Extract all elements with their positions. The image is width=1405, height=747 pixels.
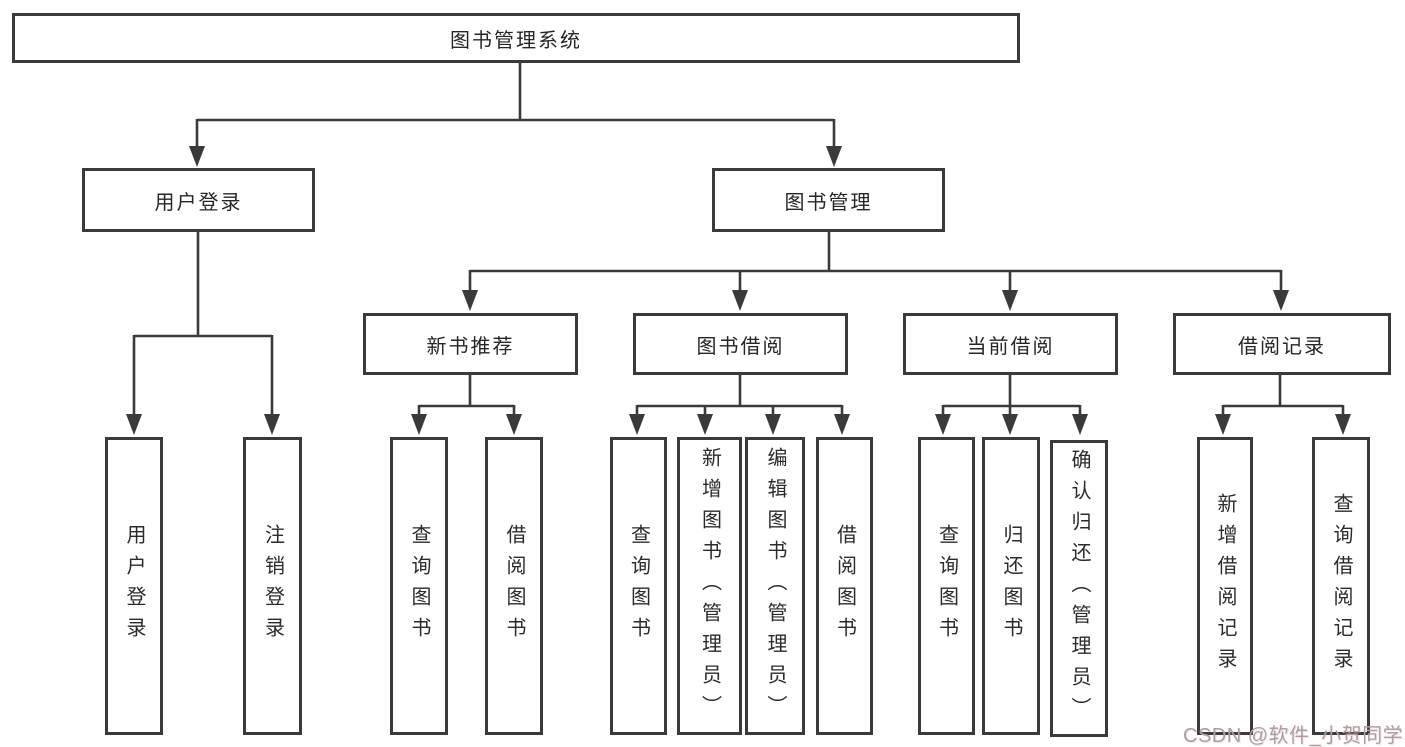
leaf-borrow-book-newrec-label: 借阅图书 xyxy=(503,524,525,648)
leaf-query-borrow-record: 查询借阅记录 xyxy=(1312,437,1370,735)
leaf-query-book-current-label: 查询图书 xyxy=(935,524,958,648)
leaf-borrow-book-newrec: 借阅图书 xyxy=(485,437,543,735)
leaf-borrow-book-borrow-label: 借阅图书 xyxy=(833,524,856,648)
leaf-query-borrow-record-label: 查询借阅记录 xyxy=(1330,493,1352,679)
leaf-user-login: 用户登录 xyxy=(105,437,163,735)
leaf-confirm-return-admin: 确认归还（管理员） xyxy=(1050,440,1108,737)
node-current-borrow-label: 当前借阅 xyxy=(966,335,1055,358)
leaf-query-book-newrec: 查询图书 xyxy=(390,437,448,735)
leaf-return-book-label: 归还图书 xyxy=(1000,524,1022,648)
node-root: 图书管理系统 xyxy=(12,13,1020,63)
node-borrow-records-label: 借阅记录 xyxy=(1238,335,1326,358)
leaf-edit-book-admin-label: 编辑图书（管理员） xyxy=(764,446,786,726)
leaf-borrow-book-borrow: 借阅图书 xyxy=(816,437,873,735)
node-new-book-rec-label: 新书推荐 xyxy=(426,335,515,358)
node-book-borrow-label: 图书借阅 xyxy=(696,335,785,358)
connector-lines xyxy=(132,63,1345,418)
leaf-logout: 注销登录 xyxy=(243,437,302,735)
node-current-borrow: 当前借阅 xyxy=(903,313,1118,375)
leaf-query-book-newrec-label: 查询图书 xyxy=(408,524,430,648)
node-borrow-records: 借阅记录 xyxy=(1173,313,1391,375)
leaf-confirm-return-admin-label: 确认归还（管理员） xyxy=(1068,449,1090,728)
leaf-edit-book-admin: 编辑图书（管理员） xyxy=(745,437,805,735)
leaf-query-book-borrow-label: 查询图书 xyxy=(627,524,650,648)
node-book-mgmt: 图书管理 xyxy=(712,168,945,232)
node-user-login-label: 用户登录 xyxy=(154,191,243,214)
arrowhead-icons xyxy=(126,146,1351,435)
leaf-logout-label: 注销登录 xyxy=(261,524,284,648)
node-book-borrow: 图书借阅 xyxy=(633,313,848,375)
node-root-label: 图书管理系统 xyxy=(450,29,582,52)
csdn-watermark: CSDN @软件_小贺同学 xyxy=(1183,725,1404,747)
leaf-return-book: 归还图书 xyxy=(982,437,1040,735)
leaf-add-book-admin: 新增图书（管理员） xyxy=(677,437,742,735)
leaf-add-book-admin-label: 新增图书（管理员） xyxy=(698,446,721,726)
leaf-add-borrow-record: 新增借阅记录 xyxy=(1197,437,1253,735)
leaf-add-borrow-record-label: 新增借阅记录 xyxy=(1214,493,1236,679)
leaf-query-book-borrow: 查询图书 xyxy=(610,437,667,735)
node-user-login: 用户登录 xyxy=(82,168,315,232)
node-book-mgmt-label: 图书管理 xyxy=(784,191,873,214)
node-new-book-rec: 新书推荐 xyxy=(363,313,578,375)
leaf-query-book-current: 查询图书 xyxy=(918,437,975,735)
leaf-user-login-label: 用户登录 xyxy=(123,524,145,648)
